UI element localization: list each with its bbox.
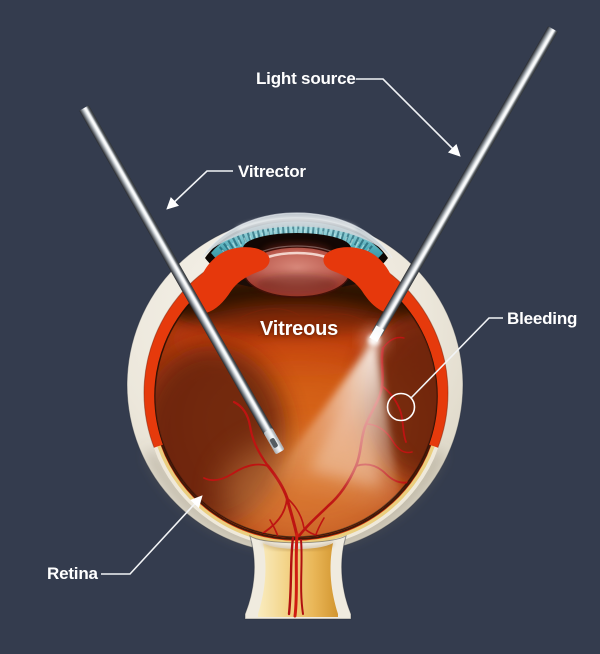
bleeding-leader-line	[410, 317, 503, 399]
light-source-instrument	[369, 26, 558, 342]
vitrector-instrument	[79, 105, 284, 454]
bleeding-circle-annotation	[386, 392, 416, 422]
choroid-texture-vessels	[239, 308, 369, 339]
vitreous-label: Vitreous	[260, 318, 339, 340]
bleeding-vessel	[381, 385, 407, 443]
light-beam	[258, 339, 402, 520]
light-source-label: Light source	[256, 69, 356, 88]
bleeding-label: Bleeding	[507, 309, 578, 328]
retina-leader-line	[101, 495, 203, 575]
light-source-leader-line	[356, 78, 461, 157]
ciliary-body	[196, 247, 397, 313]
cornea	[201, 212, 393, 259]
annotations	[101, 78, 503, 575]
light-tip-glow	[362, 328, 386, 352]
vitrector-leader-line	[166, 170, 233, 210]
retina-label: Retina	[47, 564, 98, 583]
optic-nerve	[244, 532, 352, 620]
vitrector-cutter-port	[269, 438, 278, 448]
optic-nerve-vessels	[287, 532, 304, 618]
anterior-segment	[196, 212, 397, 313]
vitrector-label: Vitrector	[238, 162, 306, 181]
